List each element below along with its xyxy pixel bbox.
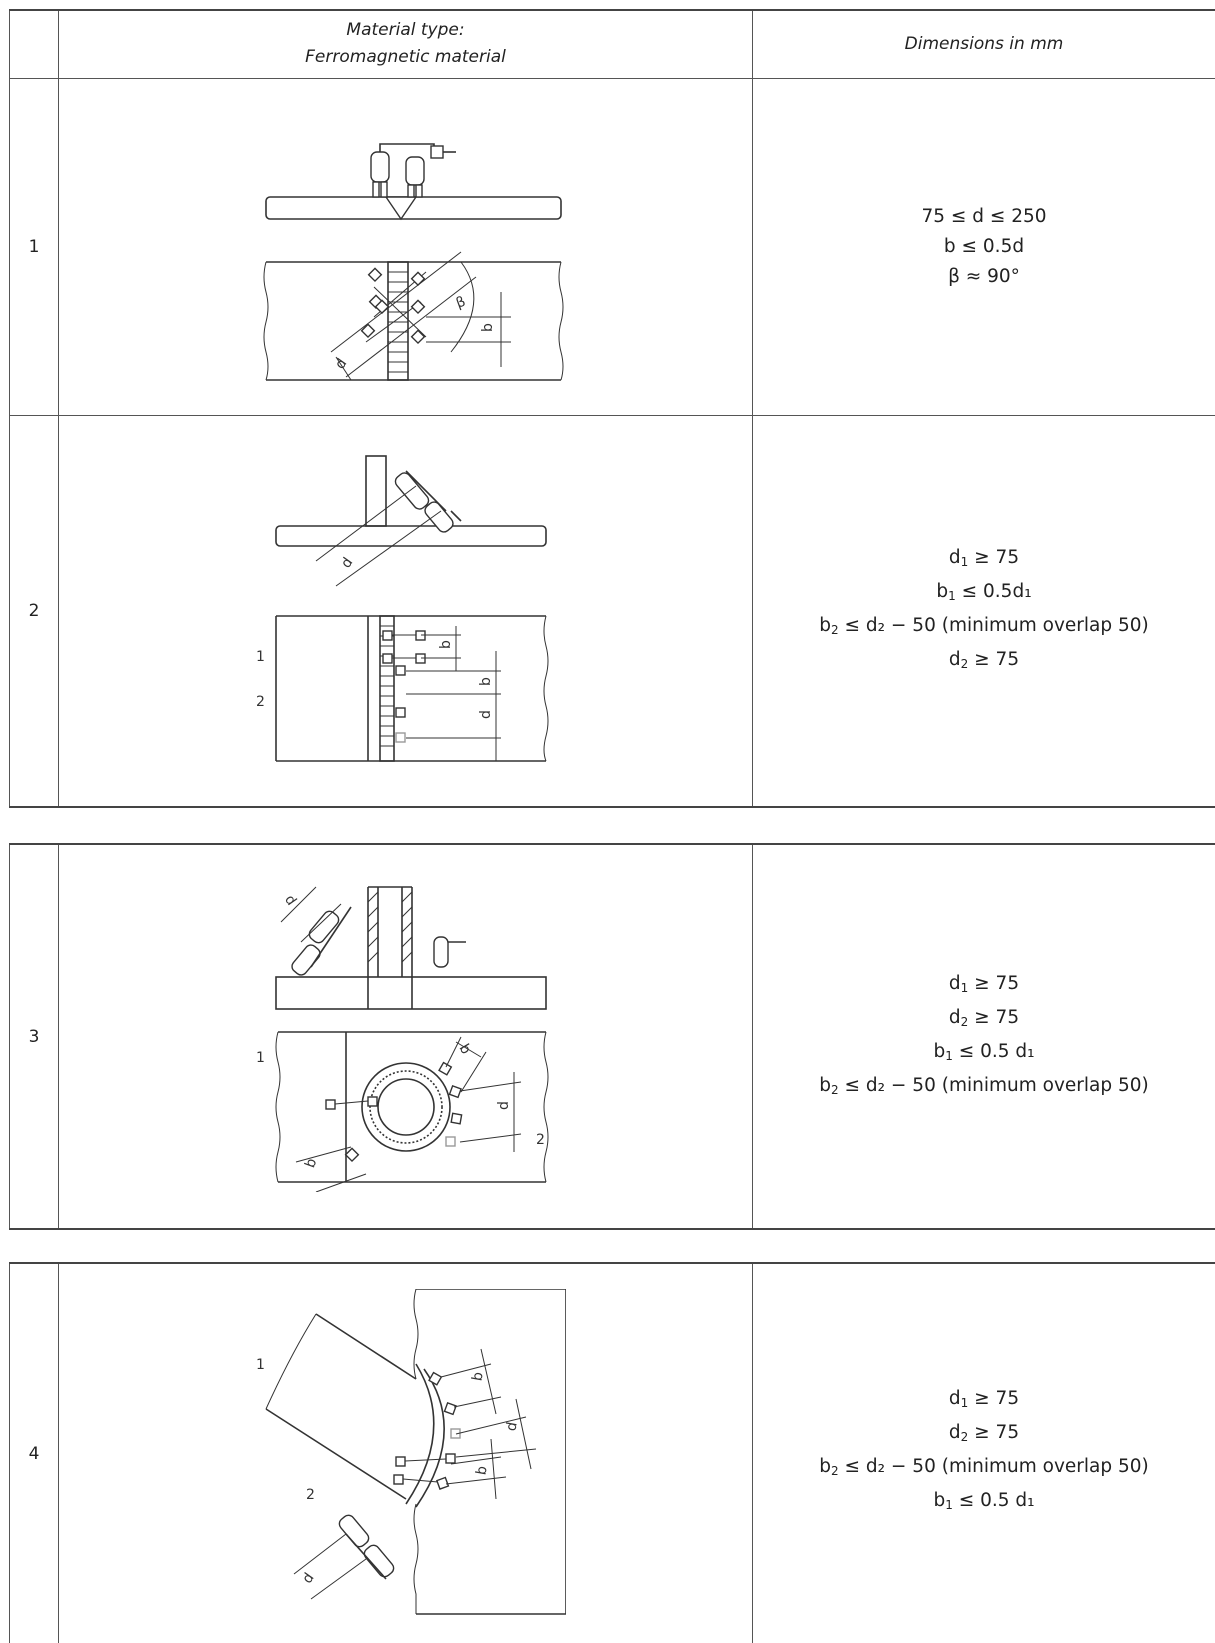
dim-symbol: d <box>949 547 961 568</box>
dim-subscript: 1 <box>948 589 956 603</box>
svg-text:b: b <box>478 677 494 686</box>
svg-text:b: b <box>480 323 496 332</box>
dimensions-cell: d1 ≥ 75 d2 ≥ 75 b1 ≤ 0.5 d₁ b2 ≤ d₂ − 50… <box>753 844 1215 1229</box>
table-row: 2 d <box>10 415 1215 807</box>
dim-text: ≤ 0.5d₁ <box>956 581 1032 602</box>
row-number: 2 <box>10 415 59 807</box>
dimensions-cell: d1 ≥ 75 b1 ≤ 0.5d₁ b2 ≤ d₂ − 50 (minimum… <box>753 415 1215 807</box>
dim-subscript: 2 <box>831 1083 839 1097</box>
figure-2-tee-joint: d b b d <box>256 451 556 771</box>
table-row: 3 d <box>10 844 1215 1229</box>
dim-text: ≥ 75 <box>968 649 1019 670</box>
dim-line: d1 ≥ 75 <box>753 543 1215 577</box>
dim-line: d2 ≥ 75 <box>753 1418 1215 1452</box>
header-cell-empty <box>10 10 59 78</box>
dim-line: β ≈ 90° <box>753 262 1215 292</box>
dim-line: b2 ≤ d₂ − 50 (minimum overlap 50) <box>753 1071 1215 1105</box>
dim-subscript: 1 <box>945 1498 953 1512</box>
dim-line: d1 ≥ 75 <box>753 969 1215 1003</box>
dim-text: ≤ d₂ − 50 (minimum overlap 50) <box>839 1456 1149 1477</box>
dim-subscript: 2 <box>831 1464 839 1478</box>
table-row: 1 <box>10 78 1215 415</box>
header-material-cell: Material type: Ferromagnetic material <box>59 10 753 78</box>
figure-4-angled-branch: b d b d 1 2 <box>246 1289 566 1619</box>
dim-text: ≤ d₂ − 50 (minimum overlap 50) <box>839 1075 1149 1096</box>
figure-cell: d β b <box>59 78 753 415</box>
dim-line: b ≤ 0.5d <box>753 232 1215 262</box>
table-block-1: Material type: Ferromagnetic material Di… <box>9 9 1215 808</box>
label-1: 1 <box>256 649 265 665</box>
svg-text:d: d <box>299 1570 317 1586</box>
svg-text:d: d <box>503 1420 520 1432</box>
table-block-2: 3 d <box>9 843 1215 1230</box>
dim-text: ≤ 0.5 d₁ <box>953 1041 1035 1062</box>
dim-symbol: b <box>936 581 948 602</box>
label-2: 2 <box>256 694 265 710</box>
header-material-type: Material type: <box>59 17 752 44</box>
figure-cell: b d b d 1 2 <box>59 1263 753 1643</box>
table-block-3: 4 <box>9 1262 1215 1643</box>
dim-symbol: d <box>949 1422 961 1443</box>
dim-line: b2 ≤ d₂ − 50 (minimum overlap 50) <box>753 611 1215 645</box>
dim-line: b1 ≤ 0.5 d₁ <box>753 1486 1215 1520</box>
label-1: 1 <box>256 1050 265 1066</box>
figure-1-butt-weld: d β b <box>246 112 566 382</box>
dimensions-cell: d1 ≥ 75 d2 ≥ 75 b2 ≤ d₂ − 50 (minimum ov… <box>753 1263 1215 1643</box>
dim-text: ≤ d₂ − 50 (minimum overlap 50) <box>839 615 1149 636</box>
figure-cell: d b b d <box>59 415 753 807</box>
label-2: 2 <box>306 1487 315 1503</box>
svg-text:b: b <box>473 1464 490 1476</box>
dim-symbol: d <box>949 973 961 994</box>
dim-line: b1 ≤ 0.5 d₁ <box>753 1037 1215 1071</box>
header-row: Material type: Ferromagnetic material Di… <box>10 10 1215 78</box>
label-2: 2 <box>536 1132 545 1148</box>
dim-line: d1 ≥ 75 <box>753 1384 1215 1418</box>
dim-text: ≥ 75 <box>968 973 1019 994</box>
dim-text: b ≤ 0.5d <box>944 236 1024 257</box>
dimensions-cell: 75 ≤ d ≤ 250 b ≤ 0.5d β ≈ 90° <box>753 78 1215 415</box>
dim-line: b1 ≤ 0.5d₁ <box>753 577 1215 611</box>
dim-symbol: b <box>819 1075 831 1096</box>
row-number: 4 <box>10 1263 59 1643</box>
dim-line: d2 ≥ 75 <box>753 1003 1215 1037</box>
svg-text:d: d <box>496 1101 512 1110</box>
dim-text: ≥ 75 <box>968 1388 1019 1409</box>
dim-symbol: d <box>949 649 961 670</box>
dim-subscript: 2 <box>831 623 839 637</box>
dim-text: ≥ 75 <box>968 1007 1019 1028</box>
dim-text: ≤ 0.5 d₁ <box>953 1490 1035 1511</box>
dim-symbol: b <box>933 1490 945 1511</box>
dim-line: b2 ≤ d₂ − 50 (minimum overlap 50) <box>753 1452 1215 1486</box>
dim-line: d2 ≥ 75 <box>753 645 1215 679</box>
dim-symbol: b <box>819 615 831 636</box>
header-dimensions: Dimensions in mm <box>753 10 1215 78</box>
dim-subscript: 1 <box>945 1049 953 1063</box>
dim-text: ≥ 75 <box>968 547 1019 568</box>
figure-cell: d b <box>59 844 753 1229</box>
table-row: 4 <box>10 1263 1215 1643</box>
dim-text: 75 ≤ d ≤ 250 <box>921 206 1046 227</box>
dim-text: β ≈ 90° <box>948 266 1020 287</box>
svg-text:b: b <box>438 640 454 649</box>
dim-symbol: b <box>819 1456 831 1477</box>
svg-text:d: d <box>478 710 494 719</box>
row-number: 3 <box>10 844 59 1229</box>
dim-symbol: b <box>933 1041 945 1062</box>
label-1: 1 <box>256 1357 265 1373</box>
row-number: 1 <box>10 78 59 415</box>
dim-line: 75 ≤ d ≤ 250 <box>753 202 1215 232</box>
dim-symbol: d <box>949 1388 961 1409</box>
header-material-name: Ferromagnetic material <box>59 44 752 71</box>
svg-text:d: d <box>338 555 356 571</box>
figure-3-pipe-on-plate: d b <box>256 882 556 1192</box>
svg-text:b: b <box>469 1370 486 1382</box>
dim-text: ≥ 75 <box>968 1422 1019 1443</box>
svg-text:β: β <box>453 293 467 311</box>
dim-symbol: d <box>949 1007 961 1028</box>
svg-text:d: d <box>332 355 350 371</box>
